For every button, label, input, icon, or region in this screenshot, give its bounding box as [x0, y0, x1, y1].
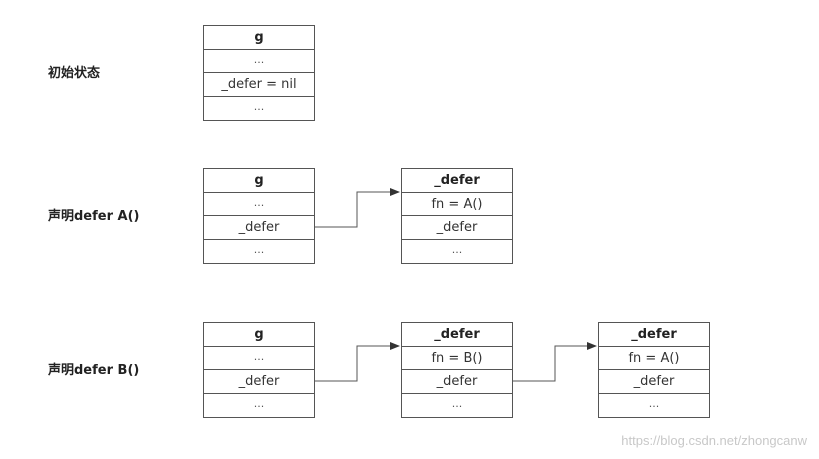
pointer-arrow-g-to-defer: [315, 342, 400, 382]
struct-field-ellipsis: ...: [253, 396, 265, 410]
struct-field-ellipsis: ...: [204, 50, 314, 73]
struct-title: _defer: [599, 323, 709, 347]
struct-field-defer: _defer: [204, 216, 314, 240]
g-struct-box: g ... _defer ...: [203, 168, 315, 264]
defer-struct-box: _defer fn = A() _defer ...: [401, 168, 513, 264]
struct-field-ellipsis: ...: [204, 193, 314, 216]
g-struct-box: g ... _defer ...: [203, 322, 315, 418]
struct-field-ellipsis: ...: [451, 396, 463, 410]
struct-field-ellipsis: ...: [648, 396, 660, 410]
struct-title: g: [204, 323, 314, 347]
row-label-initial-state: 初始状态: [48, 66, 101, 81]
row-label-defer-b: 声明defer B(): [48, 363, 140, 378]
g-struct-box: g ... _defer = nil ...: [203, 25, 315, 121]
struct-field-ellipsis: ...: [253, 99, 265, 113]
struct-field-defer: _defer: [204, 370, 314, 394]
struct-field-ellipsis: ...: [253, 242, 265, 256]
struct-field-fn: fn = A(): [599, 347, 709, 370]
struct-field-fn: fn = B(): [402, 347, 512, 370]
defer-struct-box: _defer fn = B() _defer ...: [401, 322, 513, 418]
struct-title: _defer: [402, 169, 512, 193]
row-label-defer-a: 声明defer A(): [48, 209, 140, 224]
defer-struct-box: _defer fn = A() _defer ...: [598, 322, 710, 418]
pointer-arrow-g-to-defer: [315, 188, 400, 228]
struct-field-ellipsis: ...: [204, 347, 314, 370]
struct-field-defer: _defer: [402, 370, 512, 394]
struct-title: _defer: [402, 323, 512, 347]
struct-field-ellipsis: ...: [451, 242, 463, 256]
struct-field-fn: fn = A(): [402, 193, 512, 216]
struct-title: g: [204, 26, 314, 50]
struct-title: g: [204, 169, 314, 193]
watermark: https://blog.csdn.net/zhongcanw: [621, 433, 807, 448]
struct-field-defer: _defer = nil: [204, 73, 314, 97]
pointer-arrow-defer-to-defer: [513, 342, 597, 382]
struct-field-defer: _defer: [599, 370, 709, 394]
struct-field-defer: _defer: [402, 216, 512, 240]
